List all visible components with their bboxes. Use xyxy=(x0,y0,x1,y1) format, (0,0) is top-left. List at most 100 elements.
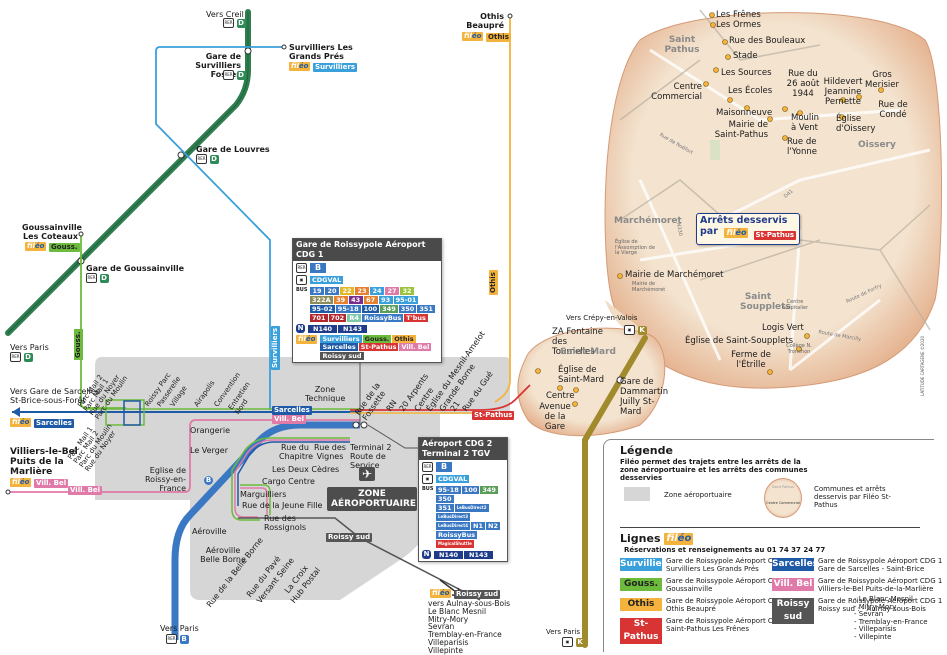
station-dammartin[interactable]: Gare de Dammartin Juilly St-Mard xyxy=(620,377,669,417)
stop-rue-des-vignes[interactable]: Rue des Vignes xyxy=(314,443,346,461)
terminal-othis[interactable]: Othis Beaupré xyxy=(466,12,504,30)
stop-stade[interactable]: Stade xyxy=(733,51,758,61)
stop-zone-technique[interactable]: Zone Technique xyxy=(305,385,346,403)
stop-avenue-de-la-gare[interactable]: Avenue de la Gare xyxy=(539,402,571,432)
stop-za-fontaine[interactable]: ZA Fontaine des Tournelles xyxy=(552,327,604,357)
terminal-survilliers[interactable]: Survilliers Les Grands Prés xyxy=(289,43,353,61)
st-mard-zone xyxy=(517,327,666,437)
bus-line-chip: 100 xyxy=(361,305,380,313)
stop-centre-commercial[interactable]: Centre Commercial xyxy=(651,82,702,102)
rer-d-badge: RER D xyxy=(86,273,109,283)
rer-b-chip: B xyxy=(310,263,326,273)
bus-line-chip: LeBusDirect4 xyxy=(436,522,470,530)
train-icon: ▣ xyxy=(422,474,433,484)
stop-mairie-marchemoret[interactable]: Mairie de Marchémoret xyxy=(625,270,724,280)
airport-zone xyxy=(95,357,510,600)
town-saint-mard: Saint-Mard xyxy=(560,347,616,357)
stop-gros-merisier[interactable]: Gros Merisier xyxy=(865,70,899,90)
bus-line-chip: R4 xyxy=(347,314,362,322)
station-louvres[interactable]: Gare de Louvres xyxy=(196,145,270,154)
poi-mairie-marchemoret: Mairie de Marchémoret xyxy=(632,281,666,293)
stop-hildevert-jeannine-pernette[interactable]: Hildevert Jeannine Pernette xyxy=(823,77,863,107)
stop-maisonneuve[interactable]: Maisonneuve xyxy=(716,108,773,118)
roissy-sud-line-tag: Roissy sud xyxy=(326,533,373,542)
stop-eglise-saint-soupplets[interactable]: Église de Saint-Soupplets xyxy=(685,336,794,346)
stop-rue-des-bouleaux[interactable]: Rue des Bouleaux xyxy=(729,36,806,46)
stop-markers xyxy=(535,12,884,407)
stop-le-verger[interactable]: Le Verger xyxy=(190,446,228,455)
stop-aeroville[interactable]: Aéroville xyxy=(192,527,227,536)
stop-deux-cedres[interactable]: Les Deux Cèdres xyxy=(272,465,340,474)
bus-line-chip: 95-18 xyxy=(335,305,361,313)
stop-rue-26-aout[interactable]: Rue du 26 août 1944 xyxy=(786,69,820,99)
rer-d-badge: RER D xyxy=(10,352,33,362)
noctilien-chip: N140 xyxy=(308,324,338,333)
vill-bel-line-tag: Vill. Bel xyxy=(68,486,103,495)
terminal-goussainville[interactable]: Goussainville Les Coteaux xyxy=(22,223,82,241)
station-goussainville[interactable]: Gare de Goussainville xyxy=(86,264,185,273)
stop-rue-du-chapitre[interactable]: Rue du Chapitre xyxy=(279,443,314,461)
bus-line-chip: 43 xyxy=(348,296,363,304)
bus-line-chip: 350 xyxy=(398,305,417,313)
fileo-sarcelles-badge: filéo Sarcelles xyxy=(10,418,74,428)
fileo-vill-bel-badge: filéo Vill. Bel xyxy=(10,478,69,488)
stop-centre-st-mard[interactable]: Centre xyxy=(546,391,575,401)
stop-les-ecoles[interactable]: Les Écoles xyxy=(728,86,773,96)
legend-divider xyxy=(620,527,920,528)
stop-eglise-roissy[interactable]: Eglise de Roissy-en-France xyxy=(144,466,186,493)
stop-orangerie[interactable]: Orangerie xyxy=(190,426,230,435)
stop-eglise-oissery[interactable]: Église d'Oissery xyxy=(836,114,876,134)
bus-line-chip: 351 xyxy=(417,305,435,313)
stop-les-sources[interactable]: Les Sources xyxy=(721,68,772,78)
poi-eglise-assomption: Église de l'Assomption de la Vierge xyxy=(615,239,655,256)
airport-zone-swatch xyxy=(624,487,650,501)
stop-moulin-a-vent[interactable]: Moulin à Vent xyxy=(791,113,820,133)
fileo-line-chip: St-Pathus xyxy=(358,343,399,351)
rer-icon: RER xyxy=(223,18,234,28)
stop-cargo-centre[interactable]: Cargo Centre xyxy=(262,477,315,486)
vers-paris-b-label: Vers Paris xyxy=(160,624,199,633)
terminal-villiers-le-bel[interactable]: Villiers-le-Bel Puits de la Marlière xyxy=(10,447,78,477)
stop-mairie-saint-pathus[interactable]: Mairie de Saint-Pathus xyxy=(714,120,768,140)
stop-logis-vert[interactable]: Logis Vert xyxy=(762,323,804,333)
bus-line-chip: 351 xyxy=(436,504,454,512)
st-pathus-line-tag: St-Pathus xyxy=(472,411,515,420)
sarcelles-line-tag: Sarcelles xyxy=(272,406,312,415)
noctilien-icon: N xyxy=(296,324,305,333)
bus-line-chip: N1 xyxy=(470,522,485,530)
stop-eglise-saint-mard[interactable]: Église de Saint-Mard xyxy=(558,365,605,385)
legend-line-badge: Gouss. xyxy=(620,578,662,591)
stop-rossignols[interactable]: Rue des Rossignols xyxy=(264,514,307,532)
bus-line-chip: 24 xyxy=(370,287,384,295)
rer-d-badge: RER D xyxy=(223,18,246,28)
cdg2-title: Aéroport CDG 2 Terminal 2 TGV xyxy=(419,438,507,460)
commune-swatch: Saint Pathus Centre Commercial xyxy=(764,478,802,518)
survilliers-line-tag: Survilliers xyxy=(271,325,280,370)
town-saint-pathus: Saint Pathus xyxy=(664,35,700,55)
terminal-sarcelles[interactable]: Vers Gare de Sarcelles St-Brice-sous-For… xyxy=(10,387,100,405)
rer-d-badge: RER D xyxy=(223,70,246,80)
fileo-line-chip: Sarcelles xyxy=(320,343,358,351)
stop-terminal-2-route[interactable]: Terminal 2 Route de Service xyxy=(350,443,392,470)
bus-label: BUS xyxy=(296,287,308,293)
fileo-gouss-badge: filéo Gouss. xyxy=(25,242,80,252)
othis-line-tag: Othis xyxy=(489,270,498,295)
stop-jeune-fille[interactable]: Rue de la Jeune Fille xyxy=(242,501,323,510)
stop-ferme-etrille[interactable]: Ferme de l'Étrille xyxy=(731,350,771,370)
stop-marguilliers[interactable]: Marguilliers xyxy=(240,490,287,499)
bus-line-chip: LeBusDirect3 xyxy=(436,513,470,521)
stop-rue-de-l-yonne[interactable]: Rue de l'Yonne xyxy=(787,137,817,157)
legend-line-badge: Sarcelles xyxy=(772,558,819,571)
stop-aeroville-belle-borne[interactable]: Aéroville Belle Borne xyxy=(200,546,246,564)
bus-line-chip: T'bus xyxy=(404,314,428,322)
cdg1-title: Gare de Roissypole Aéroport CDG 1 xyxy=(293,239,441,261)
stop-rue-de-conde[interactable]: Rue de Condé xyxy=(878,100,908,120)
noctilien-icon: N xyxy=(422,550,431,559)
